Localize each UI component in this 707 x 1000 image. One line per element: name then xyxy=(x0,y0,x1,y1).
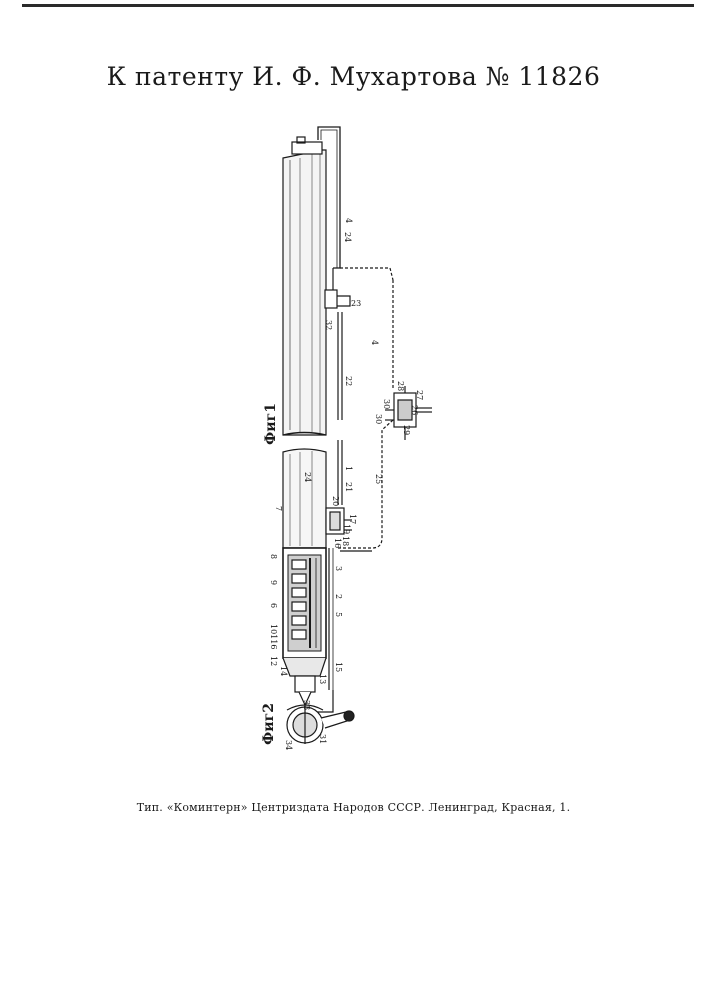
label-4-top: 4 xyxy=(344,218,353,223)
label-23: 23 xyxy=(351,299,361,308)
label-12: 12 xyxy=(269,656,278,666)
label-27: 27 xyxy=(415,390,424,400)
label-13: 13 xyxy=(318,674,327,684)
label-3: 3 xyxy=(334,566,343,571)
fig2-label-33: 33 xyxy=(302,700,311,710)
label-17: 17 xyxy=(348,514,357,524)
fig1-label: Фиг1 xyxy=(263,403,279,445)
label-20: 20 xyxy=(331,496,340,506)
fig2-label-34: 34 xyxy=(284,740,293,750)
label-26: 26 xyxy=(410,405,419,415)
label-4-mid: 4 xyxy=(370,340,379,345)
label-28: 28 xyxy=(396,381,405,391)
label-22: 22 xyxy=(344,376,353,386)
label-19: 19 xyxy=(342,524,351,534)
label-10-11-6: 10116 xyxy=(269,624,278,649)
label-1: 1 xyxy=(344,466,353,471)
label-24-low: 24 xyxy=(303,472,312,482)
mechanism-block xyxy=(283,548,326,658)
label-29: 29 xyxy=(402,425,411,435)
label-5: 5 xyxy=(334,612,343,617)
label-21: 21 xyxy=(344,482,353,492)
label-25: 25 xyxy=(374,474,383,484)
fig2-label-31: 31 xyxy=(318,734,327,744)
upper-cylinder xyxy=(283,137,326,435)
label-14: 14 xyxy=(279,666,288,676)
label-7: 7 xyxy=(274,506,283,511)
label-16: 16 xyxy=(333,538,342,548)
label-8: 8 xyxy=(269,554,278,559)
label-9: 9 xyxy=(269,580,278,585)
printer-imprint: Тип. «Коминтерн» Центриздата Народов ССС… xyxy=(0,801,707,814)
label-2: 2 xyxy=(334,594,343,599)
label-24-top: 24 xyxy=(343,232,352,242)
label-30b: 30 xyxy=(374,414,383,424)
label-30a: 30 xyxy=(382,399,391,409)
fig2-label: Фиг2 xyxy=(261,703,277,745)
label-32: 32 xyxy=(324,320,333,330)
label-15: 15 xyxy=(334,662,343,672)
label-6: 6 xyxy=(269,603,278,608)
lower-cylinder xyxy=(283,449,326,548)
